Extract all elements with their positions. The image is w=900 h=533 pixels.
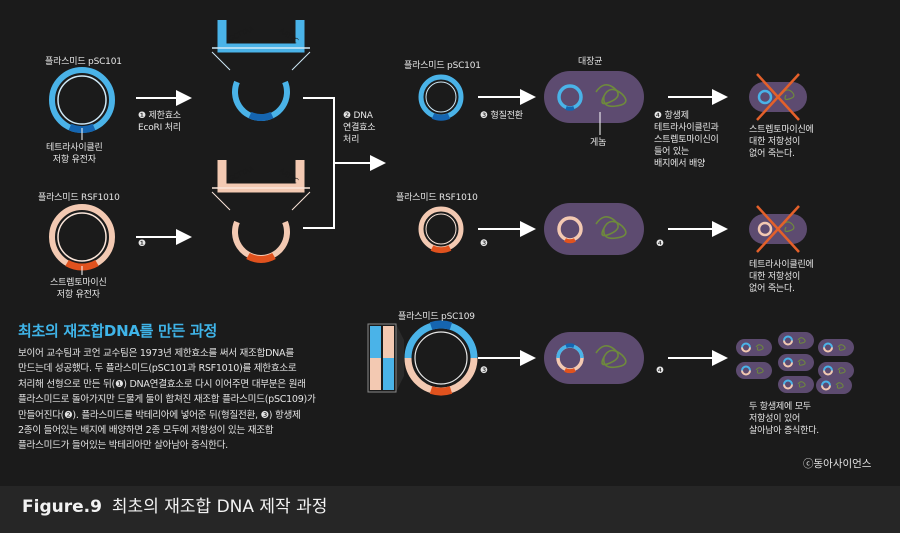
colony-cell (818, 362, 854, 379)
psc101-opened (211, 20, 311, 121)
figure-number: Figure.9 (22, 497, 102, 517)
surviving-colonies (736, 332, 854, 394)
label-dies-strep: 스트렙토마이신에 대한 저항성이 없어 죽는다. (749, 125, 814, 159)
psc101-plasmid-left (49, 67, 115, 133)
psc101-plasmid-mid (418, 74, 464, 121)
label-step1-rsf: ❶ (138, 239, 146, 249)
label-step3-transform: ❸ 형질전환 (480, 111, 523, 121)
colony-cell (818, 339, 854, 356)
label-strep-gene: 스트렙토마이신 저항 유전자 (50, 278, 107, 300)
label-ecoli: 대장균 (578, 57, 603, 67)
label-step1-enzyme: ❶ 제한효소 EcoRI 처리 (138, 111, 181, 133)
ligase-bracket (303, 97, 335, 229)
label-step2-ligase: ❷ DNA 연결효소 처리 (343, 111, 376, 145)
label-rsf1010-left: 플라스미드 RSF1010 (38, 193, 120, 203)
figure-caption-text: 최초의 재조합 DNA 제작 과정 (111, 497, 328, 517)
copyright-credit: ⓒ동아사이언스 (803, 458, 872, 470)
label-step4-antibiotics: ❹ 항생제 테트라사이클린과 스트렙토마이신이 들어 있는 배지에서 배양 (654, 111, 719, 169)
label-psc109: 플라스미드 pSC109 (398, 312, 475, 322)
label-step3-rsf: ❸ (480, 239, 488, 249)
rsf1010-opened (211, 160, 311, 263)
label-step4-109: ❹ (656, 366, 664, 376)
colony-cell (736, 362, 772, 379)
label-step3-109: ❸ (480, 366, 488, 376)
colony-cell (778, 354, 814, 371)
label-tet-gene: 테트라사이클린 저항 유전자 (46, 143, 103, 165)
ecoli-cell-top (544, 71, 644, 123)
colony-cell (778, 376, 814, 393)
dead-cell-mid (749, 205, 807, 253)
rsf1010-plasmid-mid (418, 206, 464, 254)
figure-caption: Figure.9 최초의 재조합 DNA 제작 과정 (22, 492, 327, 517)
article-body: 보이어 교수팀과 코언 교수팀은 1973년 제한효소를 써서 재조합DNA를 … (18, 348, 316, 452)
label-rsf1010-mid: 플라스미드 RSF1010 (396, 193, 478, 203)
psc109-plasmid (404, 320, 478, 396)
ecoli-cell-mid (544, 203, 644, 255)
colony-cell (736, 339, 772, 356)
label-step4-rsf: ❹ (656, 239, 664, 249)
article-title: 최초의 재조합DNA를 만든 과정 (18, 322, 217, 340)
label-psc101-left: 플라스미드 pSC101 (45, 57, 122, 67)
label-survives: 두 항생제에 모두 저항성이 있어 살아남아 증식한다. (749, 402, 819, 436)
diagram-artwork (49, 20, 854, 396)
ecoli-cell-bottom (544, 332, 644, 384)
rsf1010-plasmid-left (49, 204, 115, 271)
psc109-junction-inset (367, 323, 404, 393)
dead-cell-top (749, 73, 807, 121)
label-dies-tet: 테트라사이클린에 대한 저항성이 없어 죽는다. (749, 260, 814, 294)
colony-cell (778, 332, 814, 349)
label-psc101-mid: 플라스미드 pSC101 (404, 61, 481, 71)
label-genome: 게놈 (590, 138, 607, 148)
colony-cell (816, 377, 852, 394)
